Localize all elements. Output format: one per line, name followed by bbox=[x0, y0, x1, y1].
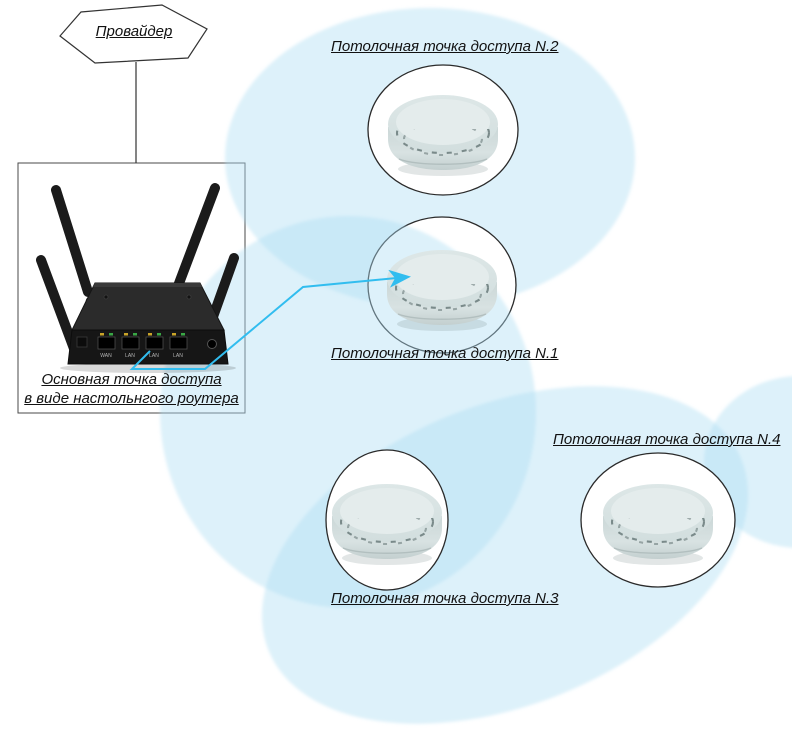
port-label-lan3: LAN bbox=[173, 353, 183, 359]
ap3-label: Потолочная точка доступа N.3 bbox=[331, 590, 559, 607]
router-antennas bbox=[36, 183, 239, 361]
ap1-label: Потолочная точка доступа N.1 bbox=[331, 345, 559, 362]
provider-node bbox=[59, 4, 208, 163]
router-caption-line1: Основная точка доступа bbox=[41, 371, 222, 388]
router-to-ap1-connector bbox=[129, 269, 411, 370]
port-label-lan2: LAN bbox=[149, 353, 159, 359]
router-caption: Основная точка доступа в виде настольнго… bbox=[18, 370, 245, 408]
router-sim-slot bbox=[76, 336, 88, 348]
ap2-label: Потолочная точка доступа N.2 bbox=[331, 38, 559, 55]
port-label-wan: WAN bbox=[100, 353, 112, 359]
provider-hexagon bbox=[59, 4, 208, 64]
provider-label: Провайдер bbox=[95, 23, 173, 40]
router-power-jack bbox=[207, 339, 217, 349]
router-ports: WAN LAN LAN LAN bbox=[76, 333, 217, 359]
ap4-label: Потолочная точка доступа N.4 bbox=[553, 431, 781, 448]
router-caption-line2: в виде настольнгого роутера bbox=[24, 390, 239, 407]
port-label-lan1: LAN bbox=[125, 353, 135, 359]
